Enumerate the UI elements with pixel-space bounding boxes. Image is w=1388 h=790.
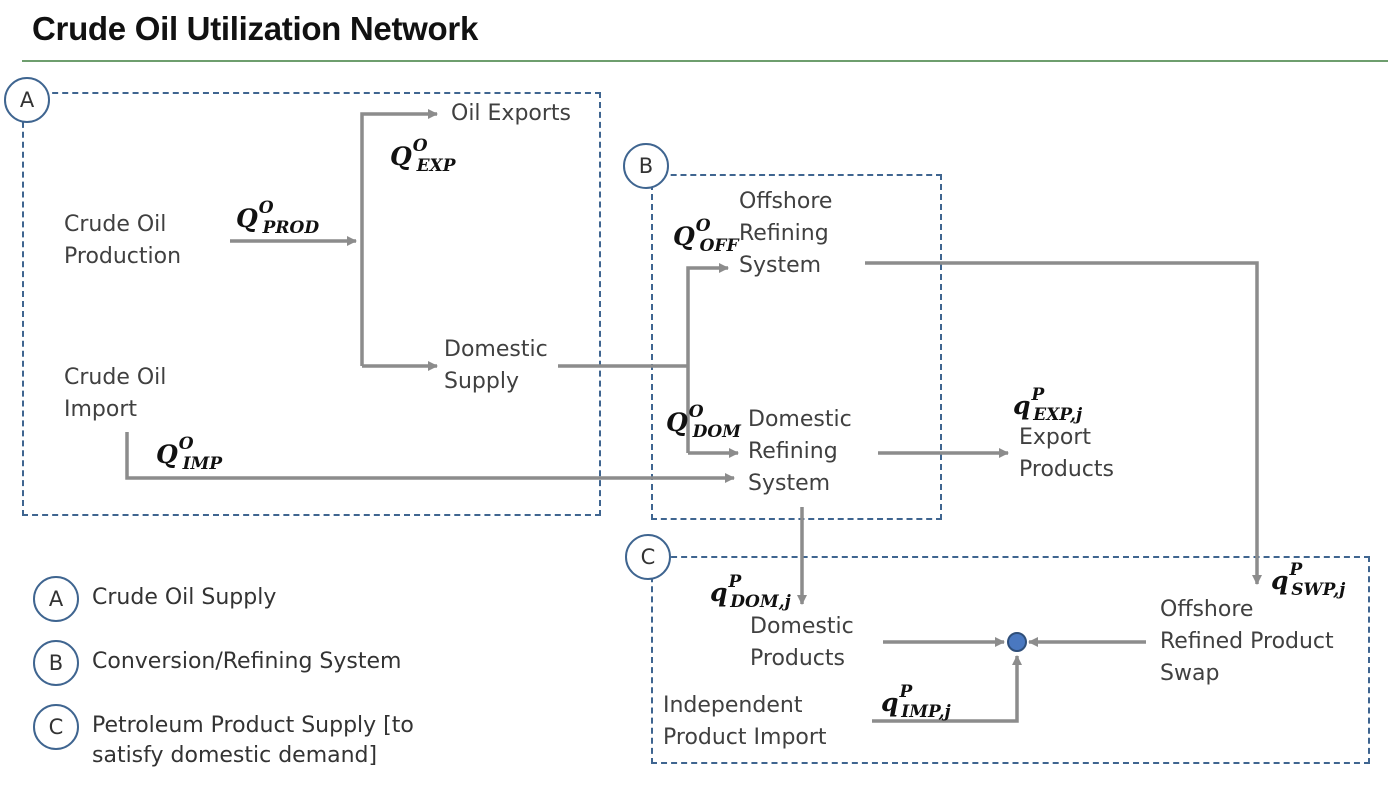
region-c-product-supply <box>651 556 1370 764</box>
region-a-crude-oil-supply <box>22 92 601 516</box>
arrow-offshore-to-swap <box>865 261 1262 585</box>
variable-qp-exp: qPEXP,j <box>1013 385 1083 425</box>
legend-label-a: Crude Oil Supply <box>92 585 277 610</box>
node-oil-exports: Oil Exports <box>451 101 572 126</box>
arrow-import-to-junction <box>872 655 1022 723</box>
badge-a: A <box>4 77 50 123</box>
variable-q-dom: QODOM <box>666 402 741 442</box>
legend-label-b: Conversion/Refining System <box>92 649 402 674</box>
page-title: Crude Oil Utilization Network <box>32 10 479 47</box>
variable-q-imp: QOIMP <box>156 434 223 474</box>
region-b-refining-system <box>651 174 942 520</box>
variable-qp-dom: qPDOM,j <box>710 572 791 612</box>
badge-c: C <box>625 534 671 580</box>
variable-qp-swp: qPSWP,j <box>1271 560 1346 600</box>
legend-badge-c: C <box>33 704 79 750</box>
arrow-to-offshore-refining <box>686 263 729 453</box>
title-divider <box>22 60 1388 62</box>
legend-badge-b: B <box>33 640 79 686</box>
badge-b: B <box>623 143 669 189</box>
arrow-to-oil-exports <box>360 109 438 366</box>
legend-badge-a: A <box>33 576 79 622</box>
variable-q-exp: QOEXP <box>390 136 456 176</box>
variable-qp-imp: qPIMP,j <box>881 682 951 722</box>
variable-q-prod: QOPROD <box>236 198 320 238</box>
arrow-import-to-domestic-refining <box>125 432 735 483</box>
junction-node <box>1007 632 1027 652</box>
variable-q-off: QOOFF <box>673 216 739 256</box>
